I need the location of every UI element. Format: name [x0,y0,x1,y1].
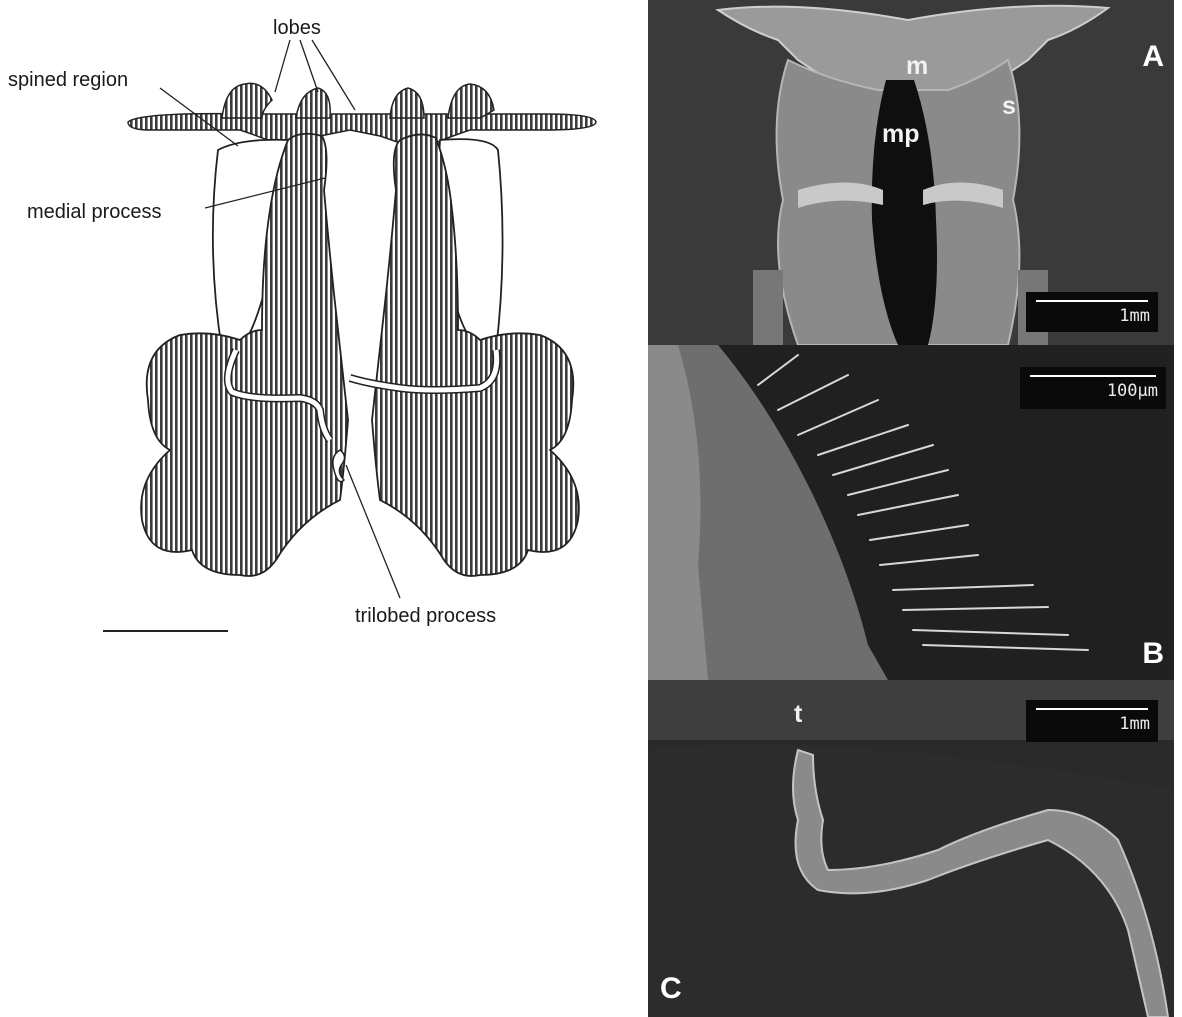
scale-box-b: 100µm [1020,367,1166,409]
panel-letter-c: C [660,972,682,1006]
label-lobes: lobes [273,17,321,39]
label-trilobed-process: trilobed process [355,605,496,627]
scale-text-c: 1mm [1119,714,1150,734]
lobe-left [222,83,272,118]
label-spined-region: spined region [8,69,128,91]
panel-letter-b: B [1142,637,1164,671]
anatomical-drawing: lobes spined region medial process trilo… [0,0,640,700]
panel-letter-a: A [1142,40,1164,74]
micrograph-panel-a: m mp s A 1mm [648,0,1174,345]
spined-region-shape [128,114,596,150]
label-t: t [794,700,802,729]
label-medial-process: medial process [27,201,162,223]
label-mp: mp [882,120,920,149]
label-s: s [1002,92,1016,121]
lobe-center-right [390,88,424,118]
scale-box-a: 1mm [1026,292,1158,332]
scale-box-c: 1mm [1026,700,1158,742]
micrograph-panel-c: t 1mm C [648,680,1174,1017]
lobe-right [448,84,494,118]
label-m: m [906,52,928,81]
scale-text-b: 100µm [1107,381,1158,401]
micrograph-panel-b: 100µm B [648,345,1174,680]
scale-text-a: 1mm [1119,306,1150,326]
lobe-center-left [296,88,330,118]
